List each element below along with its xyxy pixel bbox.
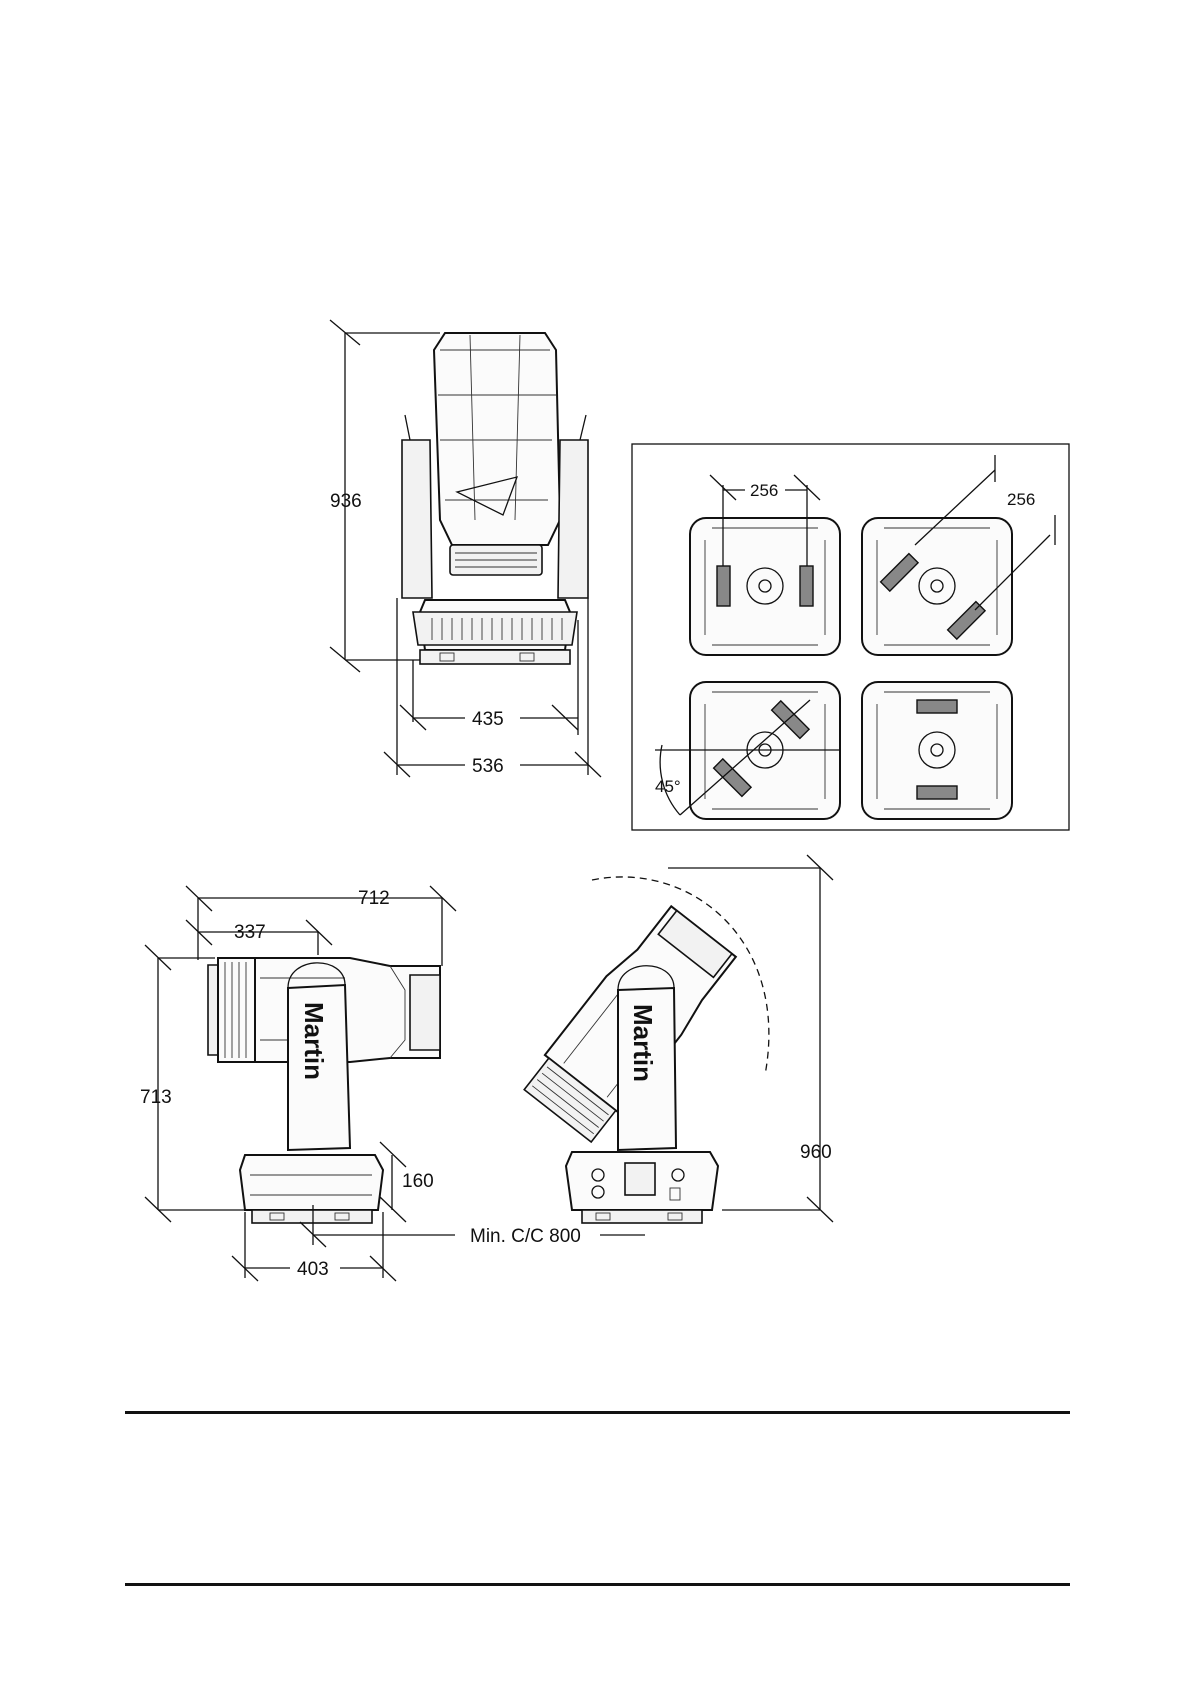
dim-min-cc-800: Min. C/C 800 [470, 1226, 581, 1247]
dim-713: 713 [140, 1087, 172, 1108]
dim-337: 337 [234, 922, 266, 943]
dim-256-b: 256 [1007, 490, 1035, 509]
dim-160: 160 [402, 1171, 434, 1192]
dim-536: 536 [472, 756, 504, 777]
rule-lower [125, 1583, 1070, 1586]
dim-45-deg: 45° [655, 777, 681, 796]
base-bottom-right [862, 682, 1012, 819]
dim-256-a: 256 [750, 481, 778, 500]
tilted-logo: Martin [628, 1004, 658, 1082]
rule-upper [125, 1411, 1070, 1414]
front-view [330, 320, 601, 777]
tilted-view: Martin [520, 855, 833, 1223]
dim-435: 435 [472, 709, 504, 730]
dim-712: 712 [358, 888, 390, 909]
dim-960: 960 [800, 1142, 832, 1163]
clamp-panel [632, 444, 1069, 830]
dim-403: 403 [297, 1259, 329, 1280]
base-top-left [690, 518, 840, 655]
dim-936: 936 [330, 491, 362, 512]
base-bottom-left [655, 682, 840, 819]
side-logo: Martin [299, 1002, 329, 1080]
